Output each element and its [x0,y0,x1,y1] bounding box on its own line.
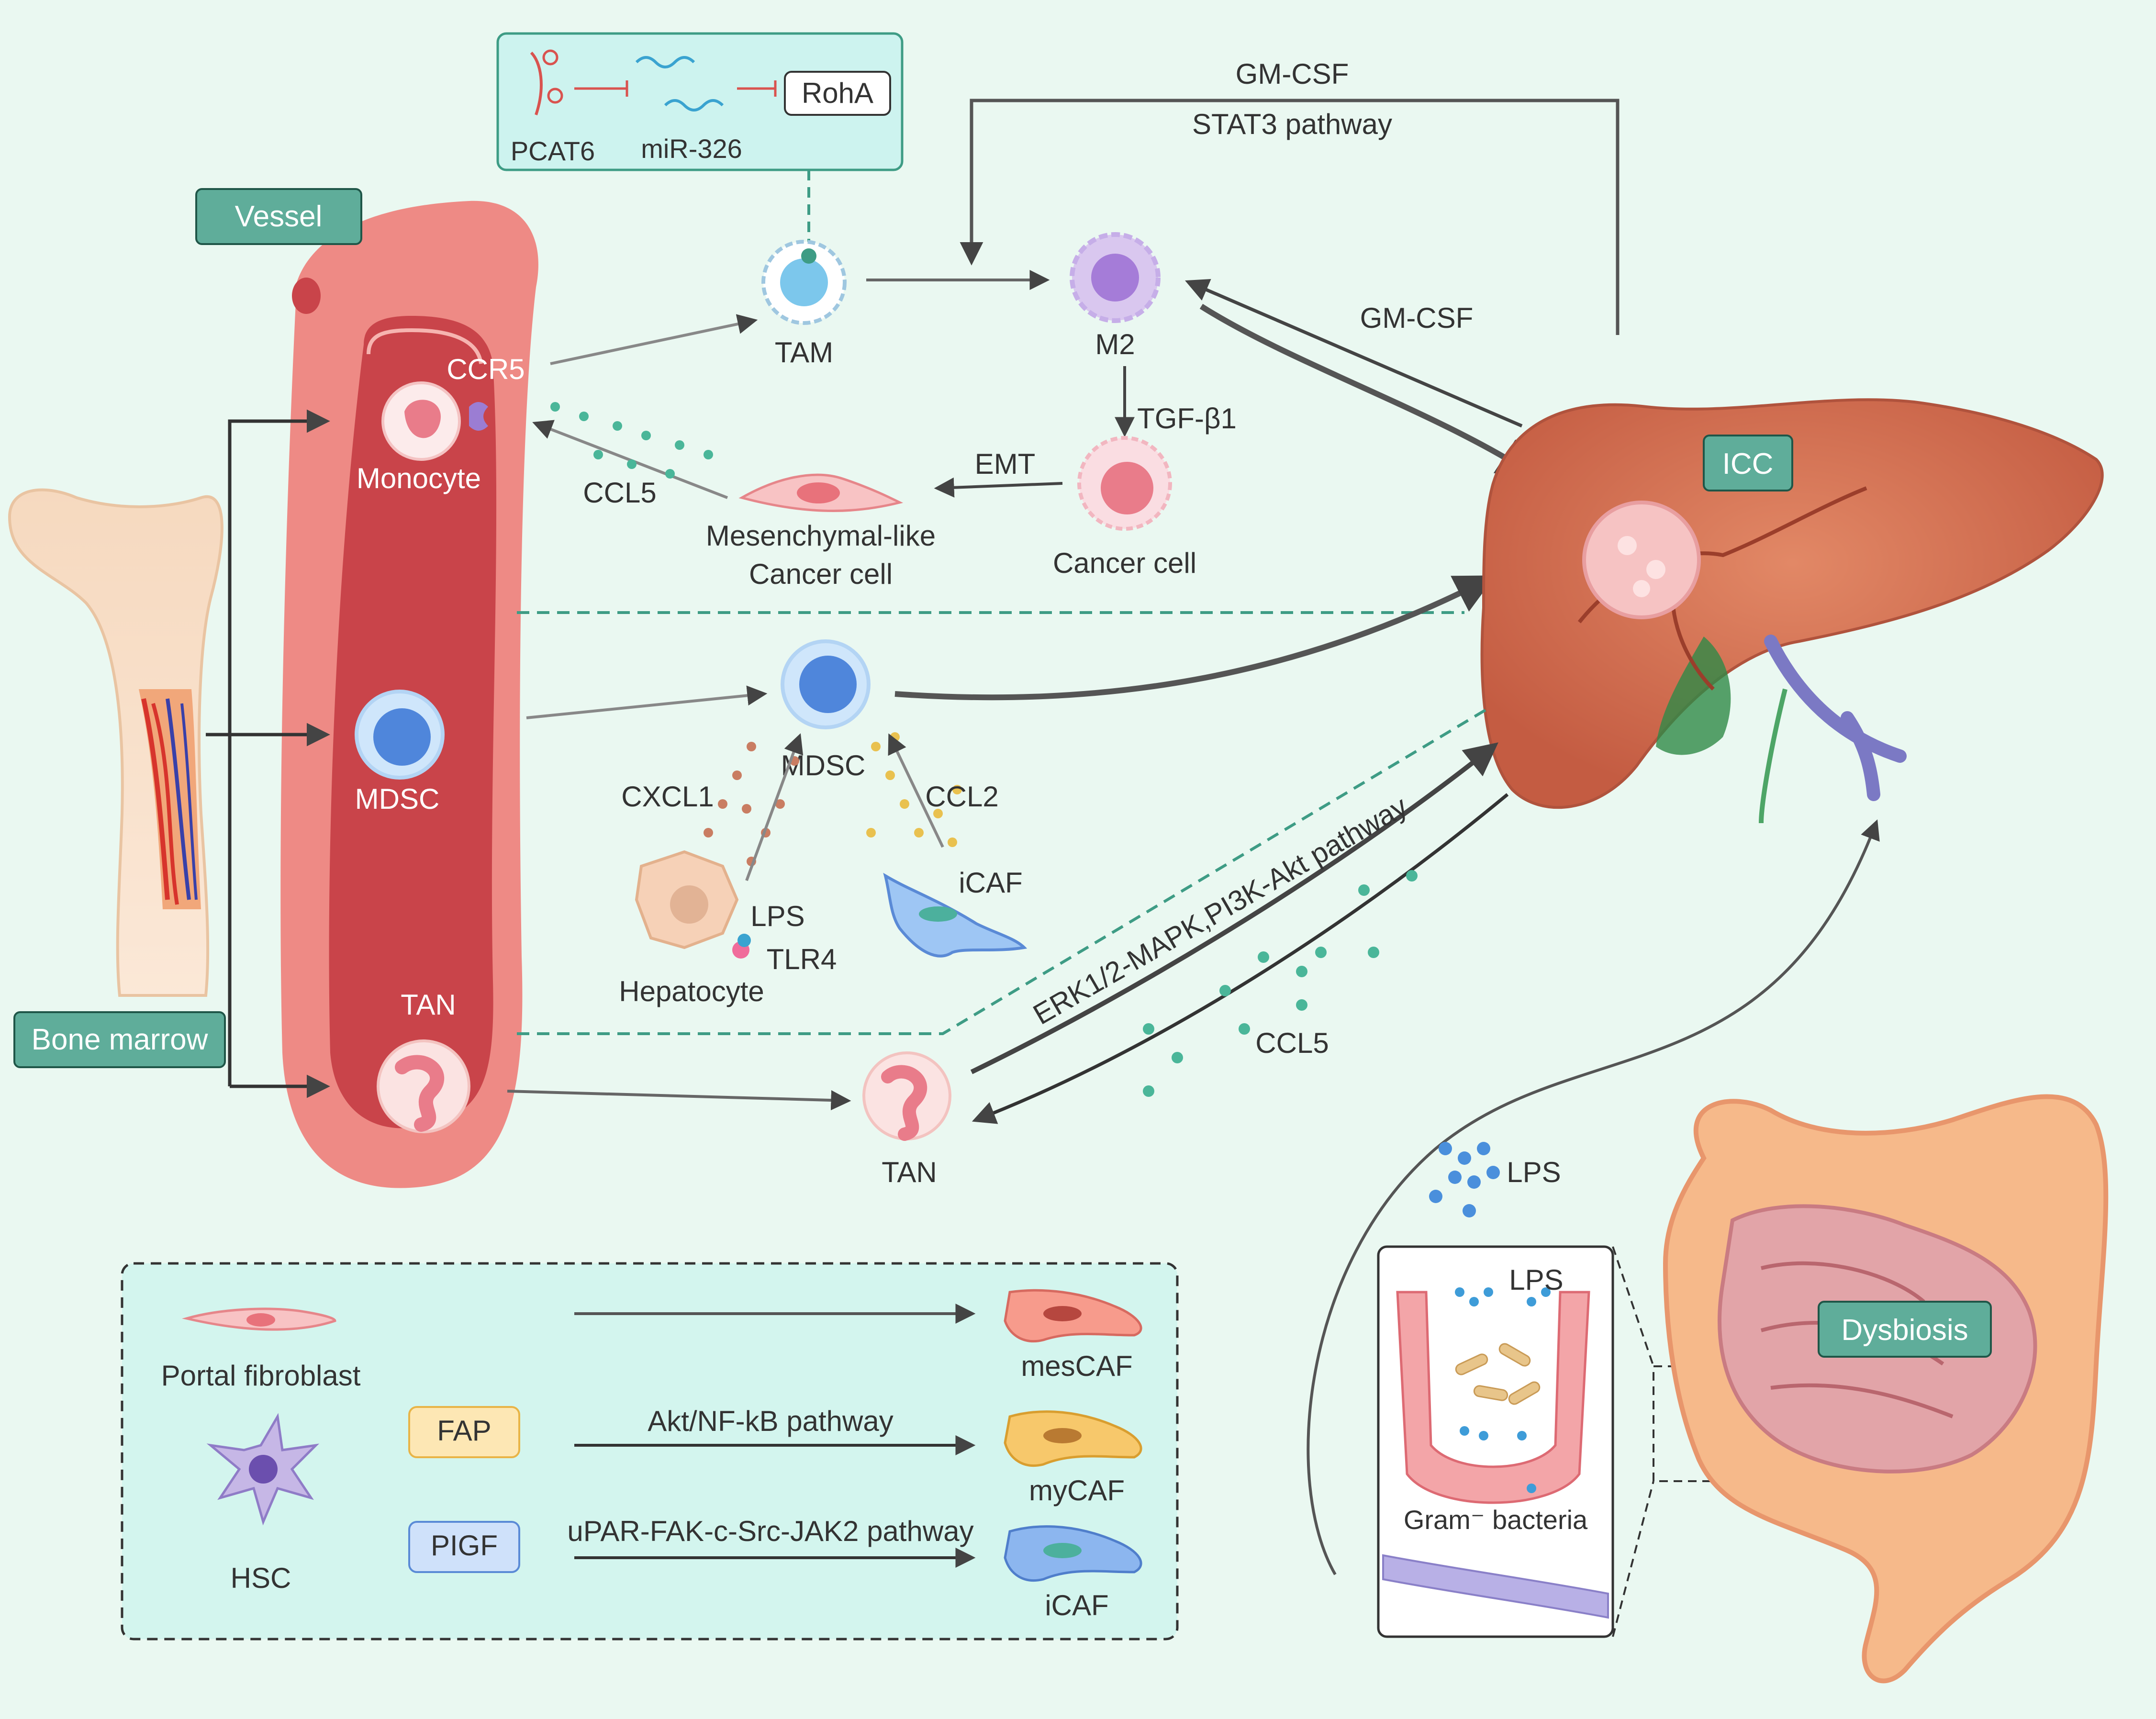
mycaf-icon [1004,1410,1142,1467]
tan-cell: TAN [862,1051,951,1188]
lps-dots-gut [1429,1142,1500,1217]
mir326-icon [635,56,695,68]
svg-text:Mesenchymal-like: Mesenchymal-like [706,520,936,552]
svg-text:miR-326: miR-326 [641,134,742,164]
vessel-tag: Vessel [195,188,362,245]
tam-cell: TAM [761,240,847,368]
mdsc-cell: MDSC [781,639,871,781]
svg-text:M2: M2 [1095,328,1135,360]
mirna-box: RohA PCAT6 miR-326 [496,32,904,171]
mesenchymal-like-cancer-cell: Mesenchymal-like Cancer cell [706,473,936,590]
cancer-cell: Cancer cell [1053,436,1196,579]
svg-text:Gram⁻ bacteria: Gram⁻ bacteria [1404,1505,1588,1535]
hsc-icon [206,1413,320,1526]
svg-text:Akt/NF-kB pathway: Akt/NF-kB pathway [648,1405,894,1437]
svg-text:Vessel: Vessel [235,200,323,233]
ccl5-dots-right [1143,870,1418,1097]
svg-text:FAP: FAP [437,1415,491,1447]
m2-cell: M2 [1070,232,1161,360]
svg-text:CCL5: CCL5 [583,477,656,509]
dysbiosis-tag: Dysbiosis [1818,1301,1992,1358]
mdsc-vessel-cell: MDSC [355,690,445,815]
icaf-mid-cell: iCAF [883,867,1028,958]
monocyte-cell: CCR5 Monocyte [357,353,525,494]
svg-text:PCAT6: PCAT6 [511,136,595,166]
liver-illustration [1480,398,2104,824]
mescaf-icon [1004,1289,1142,1343]
svg-text:Bone marrow: Bone marrow [32,1023,208,1056]
svg-text:MDSC: MDSC [355,783,440,815]
ccl5-dots-left [550,402,713,479]
svg-text:TAN: TAN [401,989,456,1021]
pigf-box: PIGF [408,1521,520,1573]
svg-text:CXCL1: CXCL1 [621,781,714,813]
caf-legend-box: Portal fibroblast HSC FAP PIGF Akt/NF-kB… [121,1262,1179,1641]
svg-text:EMT: EMT [975,448,1036,480]
ccl2-dots [866,732,962,847]
svg-text:TLR4: TLR4 [767,943,837,975]
svg-text:TAM: TAM [775,336,833,368]
bone-marrow-tag: Bone marrow [13,1011,226,1068]
roha-box [784,71,891,116]
svg-text:GM-CSF: GM-CSF [1236,58,1349,90]
svg-text:CCL2: CCL2 [925,781,998,813]
svg-text:LPS: LPS [1507,1156,1561,1188]
cxcl1-dots [704,742,799,866]
icaf-legend-icon [1004,1525,1142,1582]
svg-text:Monocyte: Monocyte [357,462,481,494]
pcat6-rna-icon [530,51,543,115]
ccr5-receptor-icon [469,402,488,431]
svg-text:CCR5: CCR5 [447,353,525,385]
svg-text:iCAF: iCAF [1045,1589,1108,1621]
svg-text:Cancer cell: Cancer cell [749,558,893,590]
hepatocyte-cell: LPS TLR4 Hepatocyte [619,850,837,1007]
svg-text:TAN: TAN [882,1156,937,1188]
svg-text:LPS: LPS [1509,1264,1563,1296]
svg-text:Dysbiosis: Dysbiosis [1841,1314,1968,1347]
svg-text:TGF-β1: TGF-β1 [1137,402,1237,435]
svg-text:Portal fibroblast: Portal fibroblast [161,1360,361,1392]
svg-text:mesCAF: mesCAF [1021,1350,1132,1382]
svg-text:Hepatocyte: Hepatocyte [619,975,764,1007]
bone-illustration [8,488,223,997]
svg-text:Cancer cell: Cancer cell [1053,547,1196,579]
tumor-mass [1582,501,1701,619]
svg-text:LPS: LPS [750,900,804,932]
svg-text:myCAF: myCAF [1029,1474,1125,1507]
icc-tag: ICC [1703,435,1793,491]
svg-text:HSC: HSC [231,1562,291,1594]
svg-text:iCAF: iCAF [959,867,1022,899]
tan-vessel-cell: TAN [377,989,470,1133]
intestine-illustration [1663,1094,2109,1684]
svg-text:uPAR-FAK-c-Src-JAK2 pathway: uPAR-FAK-c-Src-JAK2 pathway [567,1515,973,1547]
portal-fibroblast-icon [182,1307,336,1331]
fap-box: FAP [408,1406,520,1458]
intestinal-villus-panel: LPS Gram⁻ bacteria [1377,1245,1614,1638]
svg-text:PIGF: PIGF [431,1529,498,1562]
svg-text:CCL5: CCL5 [1255,1027,1329,1059]
svg-text:ICC: ICC [1722,447,1774,480]
svg-text:GM-CSF: GM-CSF [1360,302,1474,334]
svg-text:STAT3 pathway: STAT3 pathway [1192,108,1392,140]
svg-text:RohA: RohA [802,77,873,109]
